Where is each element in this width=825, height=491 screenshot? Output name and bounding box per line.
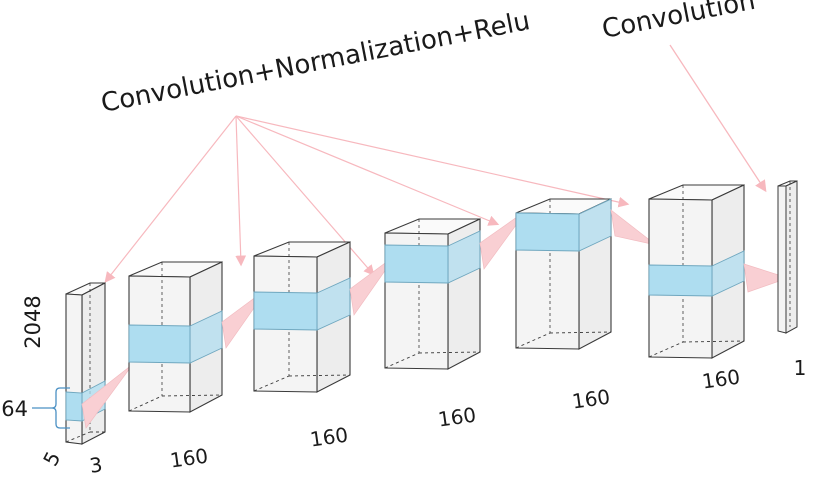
conv-block-2 <box>253 241 351 393</box>
caption-convolution: Convolution <box>600 0 758 45</box>
label-width-2: 160 <box>308 423 349 452</box>
fan-arrows-convnormrelu <box>104 115 630 283</box>
arrow-convolution <box>669 44 767 193</box>
conv-block-1 <box>128 261 223 413</box>
conv-block-5 <box>648 184 745 359</box>
connector-0 <box>81 363 134 429</box>
label-width-3: 160 <box>436 403 477 432</box>
label-channels: 64 <box>1 397 28 421</box>
caption-conv-norm-relu: Convolution+Normalization+Relu <box>99 6 533 119</box>
label-height: 2048 <box>21 295 45 348</box>
conv-block-3 <box>384 218 481 370</box>
label-depth: 5 <box>38 447 65 470</box>
connector-4 <box>610 209 657 246</box>
output-plate <box>777 180 798 334</box>
label-width-4: 160 <box>570 385 611 414</box>
conv-block-4 <box>515 198 612 350</box>
label-width-1: 160 <box>168 444 209 473</box>
label-width-output: 1 <box>794 356 807 380</box>
channels-brace <box>32 387 70 429</box>
connector-3 <box>479 209 528 270</box>
label-width-5: 160 <box>700 365 741 394</box>
label-width-input: 3 <box>88 452 104 478</box>
connector-5 <box>743 263 790 293</box>
